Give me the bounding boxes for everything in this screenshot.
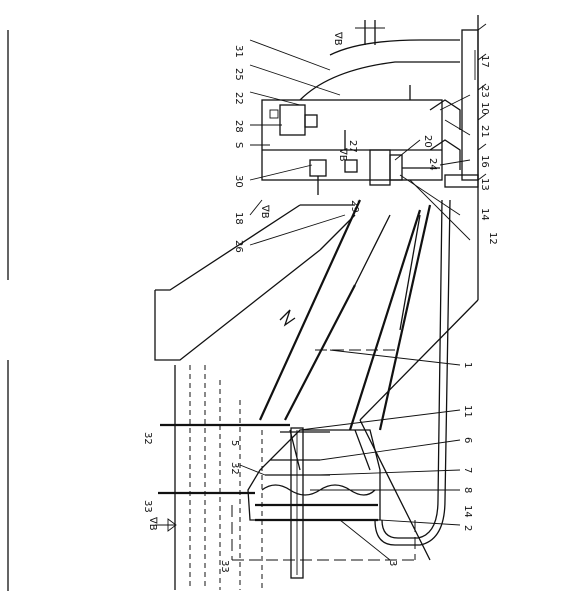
inclined-conduit xyxy=(258,199,432,431)
label-5: 5 xyxy=(229,440,240,446)
label-11: 11 xyxy=(462,405,473,418)
label-18: 31 xyxy=(233,45,244,58)
label-25: 26 xyxy=(233,240,244,253)
label-12: 12 xyxy=(487,232,498,245)
label-8: 8 xyxy=(462,487,473,493)
callout-labels: 31 25 22 28 S 30 18 26 27 29 17 23 10 21… xyxy=(142,45,498,573)
control-box xyxy=(261,99,443,181)
label-S: S xyxy=(233,142,244,148)
label-13: 13 xyxy=(479,178,490,191)
label-6: 6 xyxy=(462,437,473,443)
leader-lines xyxy=(239,39,476,561)
label-21: 22 xyxy=(233,92,244,105)
bypass-pipe xyxy=(374,199,451,546)
label-15: 16 xyxy=(479,155,490,168)
label-24: 25 xyxy=(233,68,244,81)
label-26: 27 xyxy=(347,140,358,153)
label-1: 1 xyxy=(462,362,473,368)
embankment xyxy=(154,204,479,561)
label-22: 23 xyxy=(479,85,490,98)
label-19: 20 xyxy=(422,135,433,148)
label-29: 30 xyxy=(233,175,244,188)
central-rod xyxy=(265,427,330,579)
label-7: 7 xyxy=(462,467,473,473)
label-16: 18 xyxy=(233,212,244,225)
label-14b: 14 xyxy=(462,505,473,518)
sensor-29 xyxy=(309,159,358,195)
label-27: 28 xyxy=(233,120,244,133)
label-31: 33 xyxy=(142,500,153,513)
pump-23 xyxy=(369,149,440,186)
motor-27 xyxy=(269,104,318,136)
label-30: 32 xyxy=(142,432,153,445)
gate-20 xyxy=(429,99,479,188)
water-level-label-top: ∇B xyxy=(332,31,343,46)
water-body xyxy=(174,365,416,590)
label-2: 2 xyxy=(462,525,473,531)
label-3: 3 xyxy=(387,560,398,566)
label-17: 17 xyxy=(479,55,490,68)
water-level-label-lower: ∇B xyxy=(259,204,270,219)
water-level-marker-left xyxy=(155,518,177,532)
label-10: 10 xyxy=(479,102,490,115)
label-33: 33 xyxy=(219,560,230,573)
label-32: 32 xyxy=(229,462,240,475)
label-20: 21 xyxy=(479,125,490,138)
label-28: 29 xyxy=(349,200,360,213)
label-23: 24 xyxy=(427,158,438,171)
water-level-label-mid: ∇B xyxy=(337,147,348,162)
water-level-label-left: ∇B xyxy=(147,516,158,531)
spillway xyxy=(299,20,479,181)
label-14a: 14 xyxy=(479,208,490,221)
